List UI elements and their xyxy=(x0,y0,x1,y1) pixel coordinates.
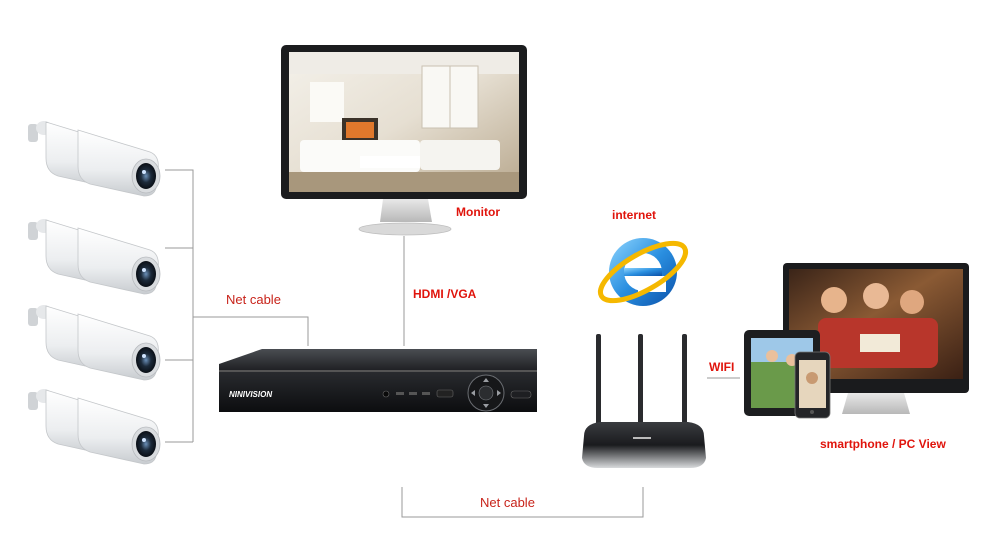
camera-pair-2 xyxy=(27,218,161,295)
wifi-label: WIFI xyxy=(709,360,735,374)
internet-icon xyxy=(597,238,689,306)
camera-pair-3 xyxy=(27,304,161,381)
camera-group xyxy=(27,120,161,465)
monitor-label: Monitor xyxy=(456,205,500,219)
net-cable-bottom-label: Net cable xyxy=(480,495,535,510)
smartphone xyxy=(794,351,831,419)
camera-bus-line xyxy=(165,169,309,443)
internet-label: internet xyxy=(612,208,657,222)
camera-pair-4 xyxy=(27,388,161,465)
nvr-recorder: NINIVISION xyxy=(219,349,537,412)
monitor xyxy=(281,45,527,236)
net-cable-top-label: Net cable xyxy=(226,292,281,307)
connector-lines xyxy=(165,169,740,518)
hdmi-vga-label: HDMI /VGA xyxy=(413,287,477,301)
nvr-brand-label: NINIVISION xyxy=(229,390,272,399)
wifi-router xyxy=(582,334,706,468)
bottom-net-cable-line xyxy=(401,487,644,518)
smartphone-pc-view-label: smartphone / PC View xyxy=(820,437,946,451)
camera-pair-1 xyxy=(27,120,161,197)
